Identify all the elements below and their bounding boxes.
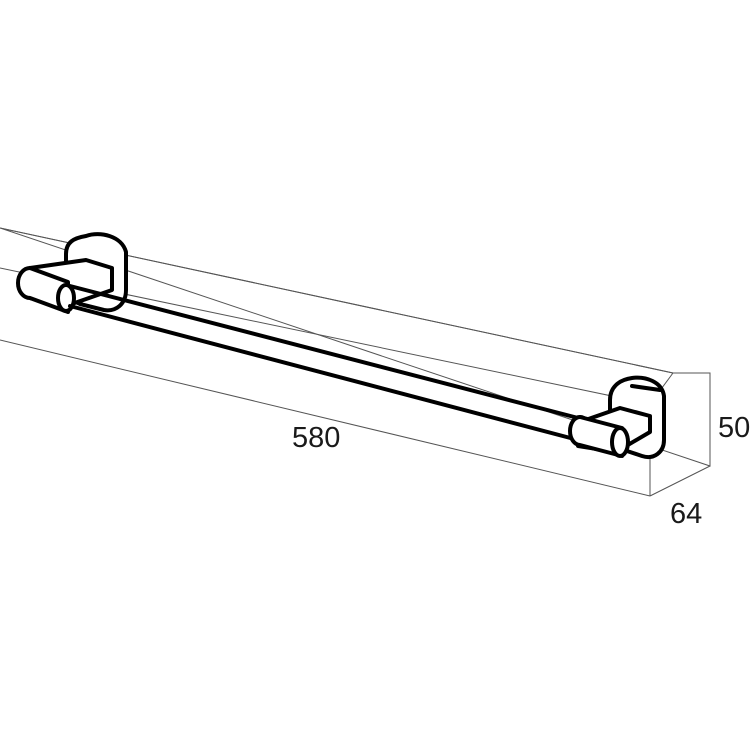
height-dimension-label: 50 (718, 412, 750, 444)
bounding-box-front-bottom-edge (0, 339, 651, 497)
right-wall-mount (568, 375, 666, 459)
length-dimension-label: 580 (292, 422, 340, 454)
right-mount-plate-top-detail (630, 384, 662, 392)
bounding-box-bottom-right-edge (649, 465, 711, 497)
rod-top-edge (68, 284, 584, 421)
right-bar-collar (610, 426, 630, 458)
depth-dimension-label: 64 (670, 498, 702, 530)
left-wall-mount (16, 232, 128, 314)
rod-bottom-edge (68, 304, 580, 442)
towel-rod (68, 284, 584, 442)
